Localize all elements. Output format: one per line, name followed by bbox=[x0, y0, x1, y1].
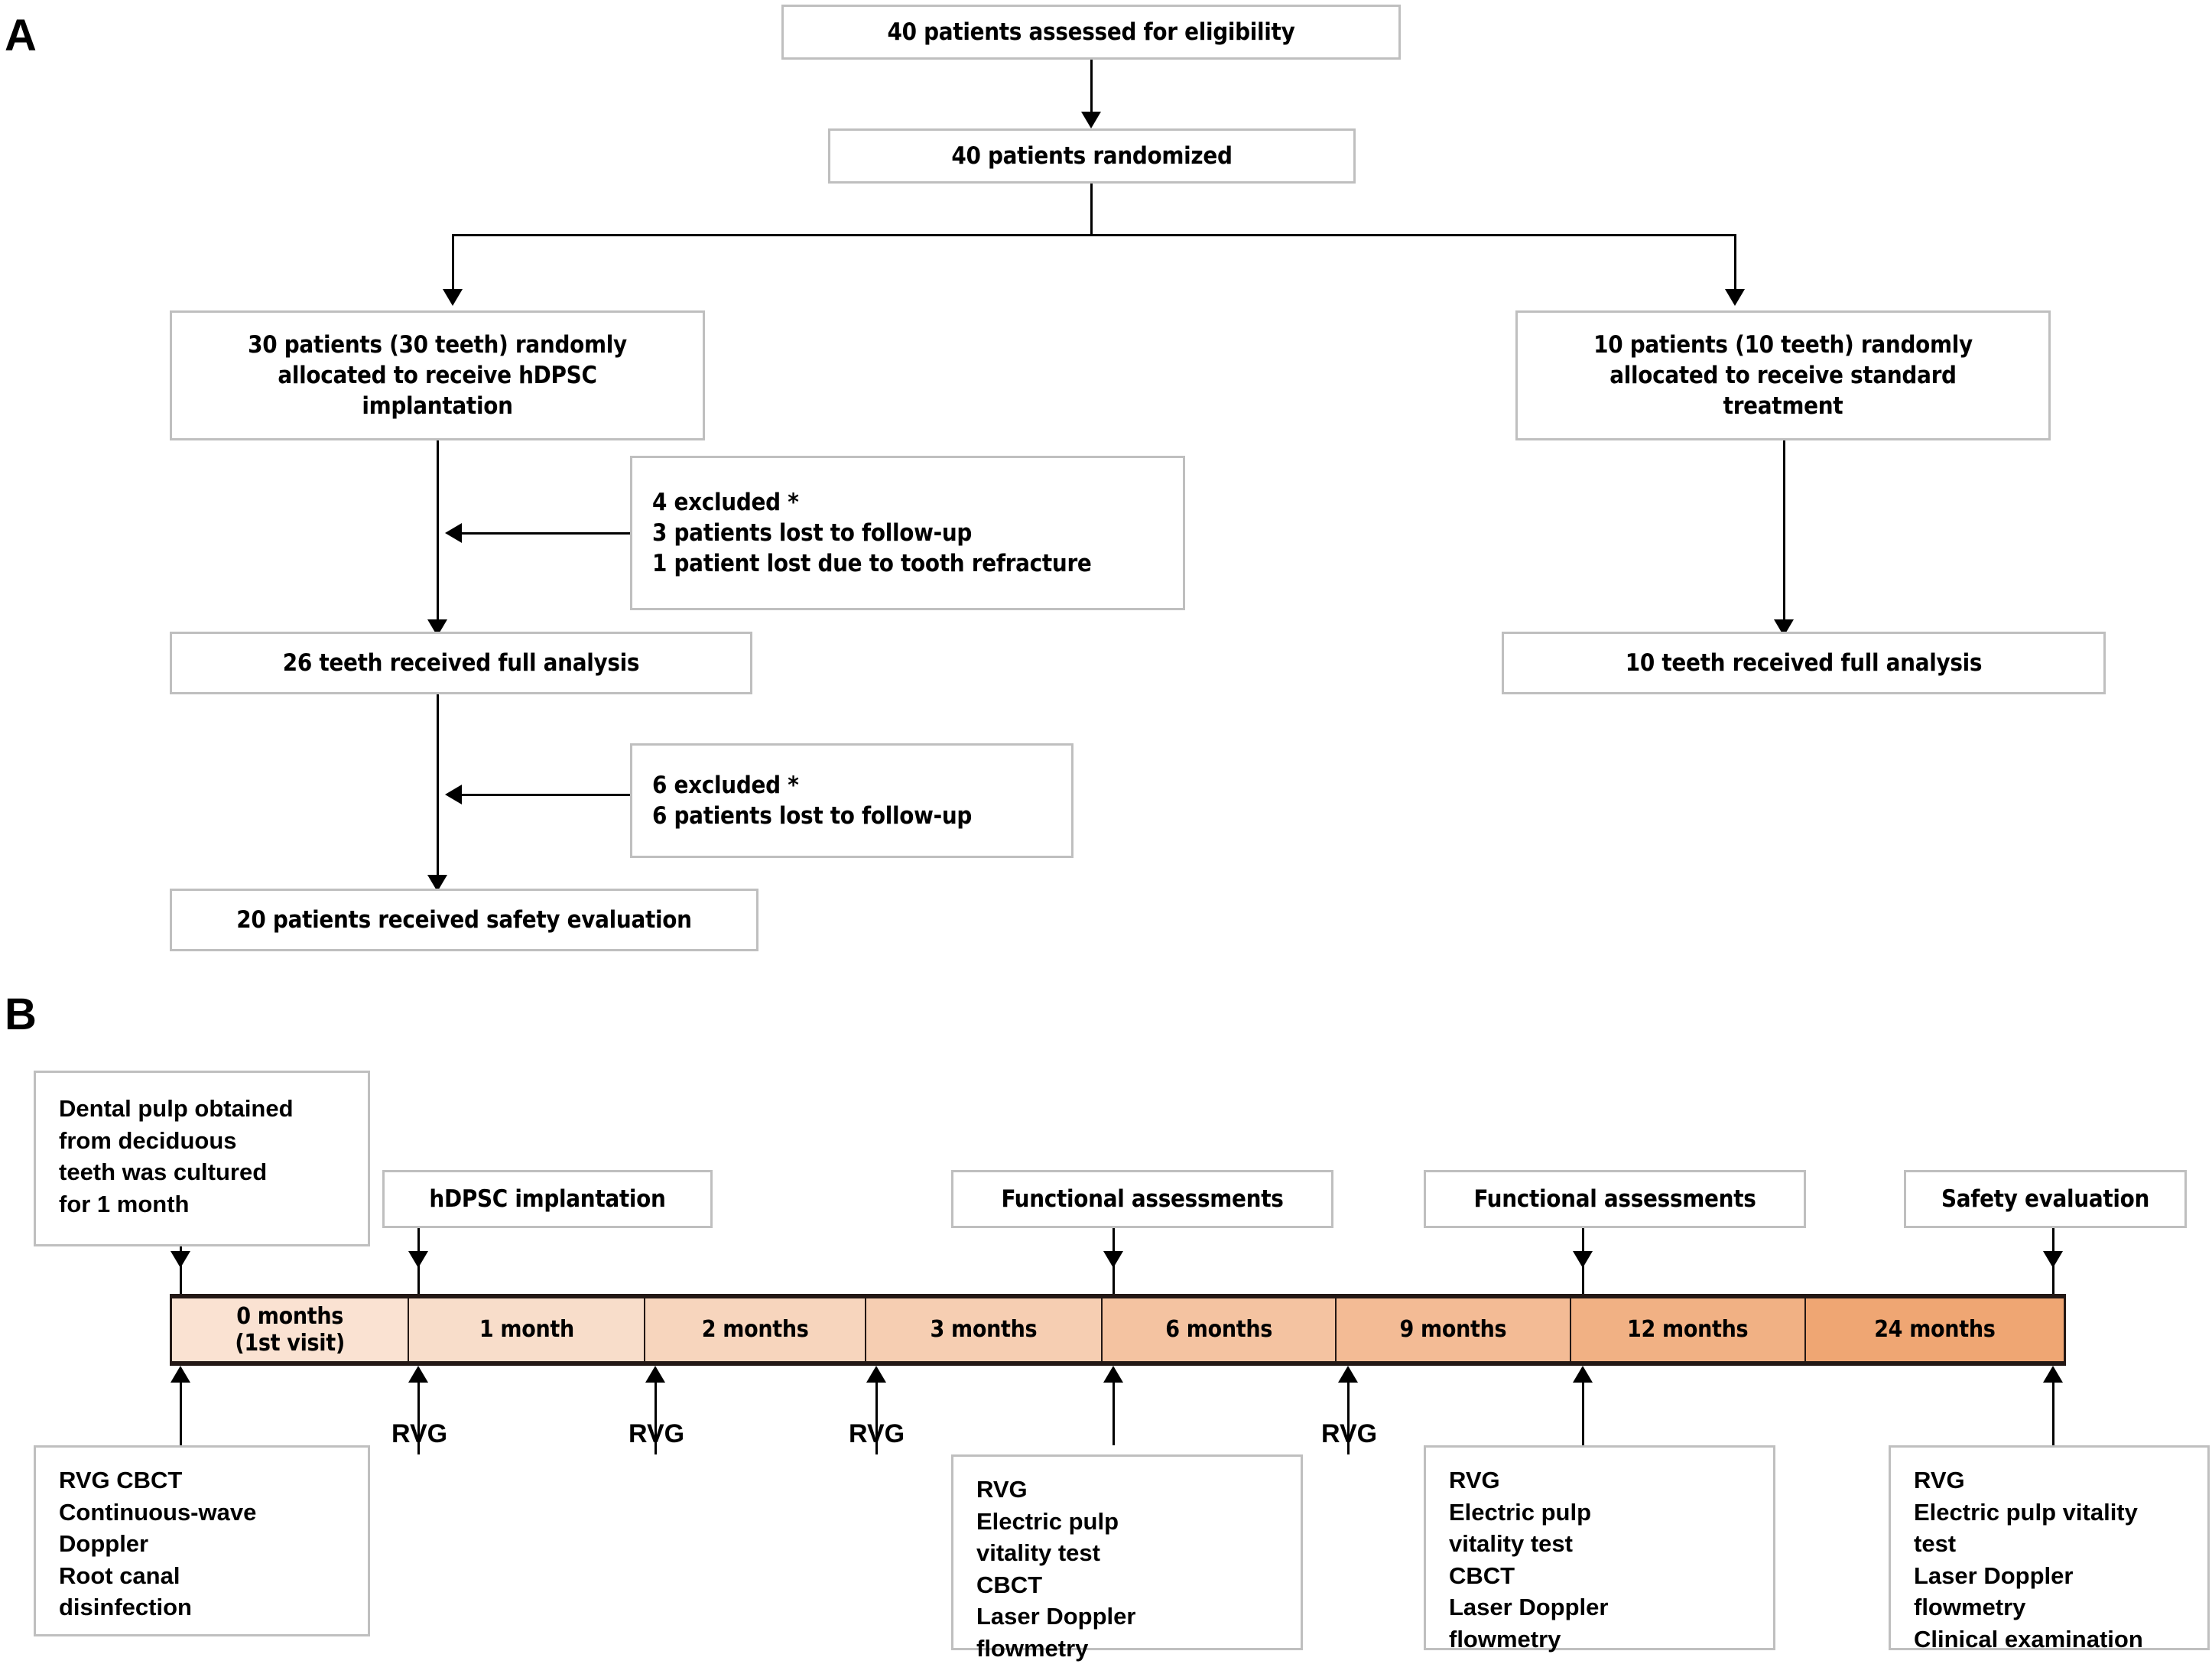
timeline-bottom-box-functional-2: RVG Electric pulp vitality test CBCT Las… bbox=[1424, 1445, 1775, 1653]
timeline-top-box-functional-assessments-2: Functional assessments bbox=[1424, 1170, 1806, 1228]
connector-hdpsc-to-analysis bbox=[437, 440, 439, 630]
node-safety-evaluation: 20 patients received safety evaluation bbox=[170, 889, 758, 951]
rvg-label-3-months: RVG bbox=[849, 1419, 905, 1448]
timeline-segment-1: 1 month bbox=[409, 1298, 646, 1361]
node-analysis-standard-label: 10 teeth received full analysis bbox=[1625, 648, 1983, 677]
timeline-top-box-functional-assessments-1-label: Functional assessments bbox=[1001, 1185, 1284, 1213]
timeline-segment-4: 6 months bbox=[1103, 1298, 1337, 1361]
timeline-top-box-dental-pulp-label: Dental pulp obtained from deciduous teet… bbox=[59, 1095, 294, 1217]
connector-randomize-split bbox=[452, 234, 1736, 236]
timeline-bottom-box-functional-1: RVG Electric pulp vitality test CBCT Las… bbox=[951, 1454, 1303, 1662]
node-safety-evaluation-label: 20 patients received safety evaluation bbox=[236, 905, 692, 934]
node-arm-standard-label: 10 patients (10 teeth) randomly allocate… bbox=[1593, 330, 1973, 421]
connector-assessed-to-randomized bbox=[1090, 60, 1093, 115]
arrow-up-12-months-icon bbox=[1573, 1366, 1593, 1383]
arrow-up-2-months-icon bbox=[645, 1366, 665, 1383]
node-assessed-for-eligibility: 40 patients assessed for eligibility bbox=[781, 5, 1401, 60]
rvg-label-9-months: RVG bbox=[1321, 1419, 1378, 1448]
arrow-up-24-months-icon bbox=[2043, 1366, 2063, 1383]
connector-excluded-second-to-arm bbox=[462, 794, 630, 796]
timeline-bottom-box-baseline-label: RVG CBCT Continuous-wave Doppler Root ca… bbox=[59, 1467, 257, 1621]
timeline-segment-0: 0 months (1st visit) bbox=[172, 1298, 410, 1361]
node-analysis-hdpsc-label: 26 teeth received full analysis bbox=[282, 648, 640, 677]
timeline-top-box-safety-evaluation: Safety evaluation bbox=[1904, 1170, 2187, 1228]
node-excluded-second-label: 6 excluded * 6 patients lost to follow-u… bbox=[652, 771, 973, 830]
node-excluded-second: 6 excluded * 6 patients lost to follow-u… bbox=[630, 743, 1074, 858]
timeline-segment-3-label: 3 months bbox=[930, 1316, 1038, 1344]
connector-excluded-first-to-arm bbox=[462, 532, 630, 535]
connector-bottom-0-months bbox=[180, 1369, 182, 1445]
connector-bottom-6-months bbox=[1112, 1369, 1115, 1445]
timeline-top-box-hdpsc-implantation: hDPSC implantation bbox=[382, 1170, 713, 1228]
timeline-bottom-box-safety: RVG Electric pulp vitality test Laser Do… bbox=[1889, 1445, 2210, 1653]
panel-b-letter: B bbox=[5, 990, 37, 1039]
arrow-up-1-month-icon bbox=[408, 1366, 428, 1383]
panel-a-letter: A bbox=[5, 11, 37, 60]
arrow-dental-pulp-icon bbox=[171, 1251, 190, 1268]
timeline-top-box-functional-assessments-1: Functional assessments bbox=[951, 1170, 1333, 1228]
node-arm-standard: 10 patients (10 teeth) randomly allocate… bbox=[1515, 310, 2051, 440]
timeline-segment-5: 9 months bbox=[1337, 1298, 1571, 1361]
arrow-excluded-second-icon bbox=[445, 785, 462, 804]
timeline-segment-7-label: 24 months bbox=[1874, 1316, 1996, 1344]
node-arm-hdpsc-label: 30 patients (30 teeth) randomly allocate… bbox=[248, 330, 627, 421]
timeline-segment-4-label: 6 months bbox=[1165, 1316, 1273, 1344]
timeline-segment-2: 2 months bbox=[645, 1298, 866, 1361]
node-excluded-first: 4 excluded * 3 patients lost to follow-u… bbox=[630, 456, 1185, 610]
node-analysis-standard: 10 teeth received full analysis bbox=[1502, 632, 2106, 694]
arrow-functional-1-icon bbox=[1103, 1251, 1123, 1268]
arrow-safety-evaluation-icon bbox=[2043, 1251, 2063, 1268]
node-randomized-label: 40 patients randomized bbox=[951, 141, 1233, 170]
connector-bottom-9-months bbox=[1347, 1369, 1350, 1454]
timeline-segment-0-label: 0 months (1st visit) bbox=[235, 1302, 345, 1357]
timeline-top-box-dental-pulp: Dental pulp obtained from deciduous teet… bbox=[34, 1071, 370, 1246]
arrow-analysis-to-safety-icon bbox=[427, 875, 447, 892]
connector-bottom-2-months bbox=[655, 1369, 657, 1454]
rvg-label-1-month: RVG bbox=[391, 1419, 448, 1448]
connector-standard-to-analysis bbox=[1783, 440, 1785, 630]
timeline-segment-3: 3 months bbox=[866, 1298, 1103, 1361]
timeline-segment-5-label: 9 months bbox=[1399, 1316, 1507, 1344]
node-randomized: 40 patients randomized bbox=[828, 128, 1356, 184]
connector-bottom-24-months bbox=[2052, 1369, 2054, 1445]
timeline-top-box-safety-evaluation-label: Safety evaluation bbox=[1941, 1185, 2150, 1213]
timeline-bottom-box-functional-2-label: RVG Electric pulp vitality test CBCT Las… bbox=[1449, 1467, 1609, 1653]
connector-bottom-12-months bbox=[1582, 1369, 1584, 1445]
arrow-assessed-to-randomized-icon bbox=[1081, 112, 1101, 128]
timeline-segment-6: 12 months bbox=[1570, 1298, 1806, 1361]
timeline-segment-6-label: 12 months bbox=[1626, 1316, 1749, 1344]
node-excluded-first-label: 4 excluded * 3 patients lost to follow-u… bbox=[652, 488, 1092, 578]
timeline-segment-7: 24 months bbox=[1805, 1298, 2064, 1361]
timeline-segment-2-label: 2 months bbox=[701, 1316, 809, 1344]
timeline-bottom-box-functional-1-label: RVG Electric pulp vitality test CBCT Las… bbox=[976, 1476, 1136, 1662]
node-analysis-hdpsc: 26 teeth received full analysis bbox=[170, 632, 752, 694]
timeline-bottom-box-baseline: RVG CBCT Continuous-wave Doppler Root ca… bbox=[34, 1445, 370, 1636]
connector-to-hdpsc-arm bbox=[452, 234, 454, 292]
connector-dental-pulp-to-timeline bbox=[180, 1246, 182, 1294]
timeline-top-box-functional-assessments-2-label: Functional assessments bbox=[1473, 1185, 1756, 1213]
node-arm-hdpsc: 30 patients (30 teeth) randomly allocate… bbox=[170, 310, 705, 440]
arrow-hdpsc-implantation-icon bbox=[408, 1251, 428, 1268]
timeline-bar: 0 months (1st visit) 1 month 2 months 3 mon… bbox=[170, 1294, 2066, 1366]
arrow-excluded-first-icon bbox=[445, 523, 462, 543]
connector-analysis-to-safety bbox=[437, 694, 439, 886]
timeline-segment-1-label: 1 month bbox=[479, 1316, 574, 1344]
connector-to-standard-arm bbox=[1734, 234, 1736, 292]
connector-bottom-3-months bbox=[875, 1369, 878, 1454]
rvg-label-2-months: RVG bbox=[629, 1419, 685, 1448]
arrow-up-6-months-icon bbox=[1103, 1366, 1123, 1383]
node-assessed-label: 40 patients assessed for eligibility bbox=[887, 18, 1295, 46]
connector-bottom-1-month bbox=[417, 1369, 420, 1454]
arrow-up-0-months-icon bbox=[171, 1366, 190, 1383]
connector-randomize-stem bbox=[1090, 184, 1093, 236]
arrow-to-hdpsc-arm-icon bbox=[443, 289, 463, 306]
timeline-top-box-hdpsc-implantation-label: hDPSC implantation bbox=[429, 1185, 666, 1213]
arrow-functional-2-icon bbox=[1573, 1251, 1593, 1268]
arrow-up-3-months-icon bbox=[866, 1366, 886, 1383]
arrow-up-9-months-icon bbox=[1338, 1366, 1358, 1383]
arrow-to-standard-arm-icon bbox=[1725, 289, 1745, 306]
timeline-bottom-box-safety-label: RVG Electric pulp vitality test Laser Do… bbox=[1914, 1467, 2143, 1653]
